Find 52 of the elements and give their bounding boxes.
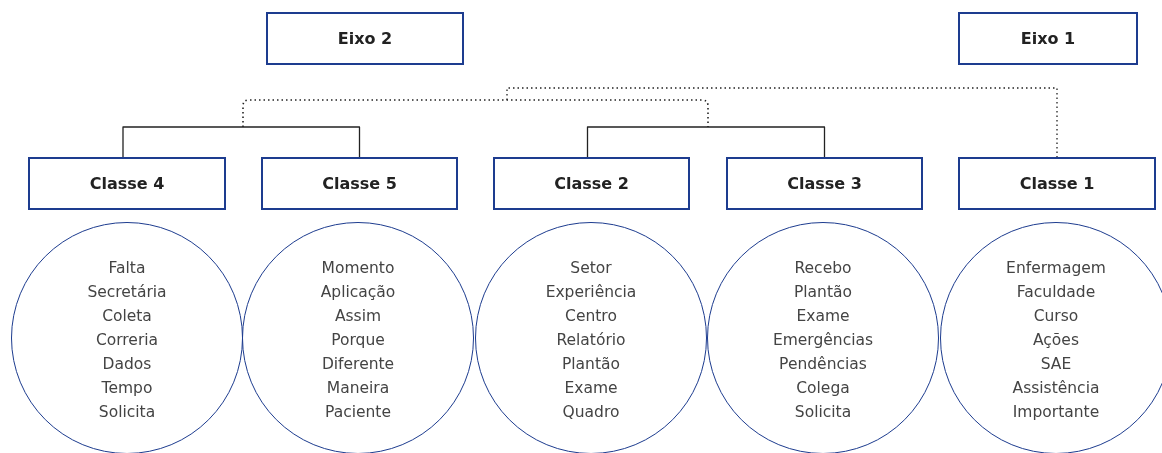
word-label: Falta — [108, 258, 146, 279]
word-label: Paciente — [325, 402, 391, 423]
word-label: Centro — [565, 306, 617, 327]
word-label: Exame — [796, 306, 850, 327]
word-label: Quadro — [562, 402, 620, 423]
word-label: Importante — [1012, 402, 1100, 423]
word-label: Curso — [1033, 306, 1079, 327]
word-label: Enfermagem — [1006, 258, 1106, 279]
word-label: Faculdade — [1016, 282, 1096, 303]
dendrogram-link — [586, 126, 826, 158]
word-label: Ações — [1033, 330, 1079, 351]
box-label: Classe 2 — [554, 174, 629, 193]
word-label: Correria — [95, 330, 159, 351]
box-label: Eixo 1 — [1020, 29, 1076, 48]
word-label: Plantão — [561, 354, 620, 375]
class-box — [493, 157, 690, 210]
word-label: Porque — [331, 330, 385, 351]
dendrogram-link — [506, 87, 1058, 158]
word-label: Diferente — [321, 354, 395, 375]
word-label: Solicita — [98, 402, 156, 423]
word-label: Tempo — [101, 378, 153, 399]
word-label: Coleta — [102, 306, 152, 327]
word-label: Secretária — [87, 282, 167, 303]
word-label: Assim — [334, 306, 382, 327]
box-label: Classe 4 — [89, 174, 165, 193]
word-label: Maneira — [326, 378, 390, 399]
word-label: Momento — [321, 258, 395, 279]
word-label: Colega — [796, 378, 850, 399]
word-label: Recebo — [794, 258, 852, 279]
word-label: Solicita — [794, 402, 852, 423]
word-label: Assistência — [1012, 378, 1100, 399]
word-label: Relatório — [556, 330, 626, 351]
word-label: Dados — [102, 354, 152, 375]
class-box — [28, 157, 226, 210]
word-label: Plantão — [793, 282, 852, 303]
box-label: Classe 1 — [1019, 174, 1095, 193]
box-label: Classe 5 — [322, 174, 397, 193]
box-label: Eixo 2 — [337, 29, 393, 48]
class-box — [958, 157, 1156, 210]
word-label: Aplicação — [320, 282, 396, 303]
dendrogram-link — [122, 126, 361, 158]
word-label: Pendências — [779, 354, 867, 375]
word-label: Setor — [570, 258, 612, 279]
class-box — [261, 157, 458, 210]
word-label: Experiência — [545, 282, 637, 303]
word-label: SAE — [1040, 354, 1072, 375]
word-label: Emergências — [772, 330, 874, 351]
box-label: Classe 3 — [787, 174, 862, 193]
word-label: Exame — [564, 378, 618, 399]
class-box — [726, 157, 923, 210]
class-box — [958, 12, 1138, 65]
class-box — [266, 12, 464, 65]
